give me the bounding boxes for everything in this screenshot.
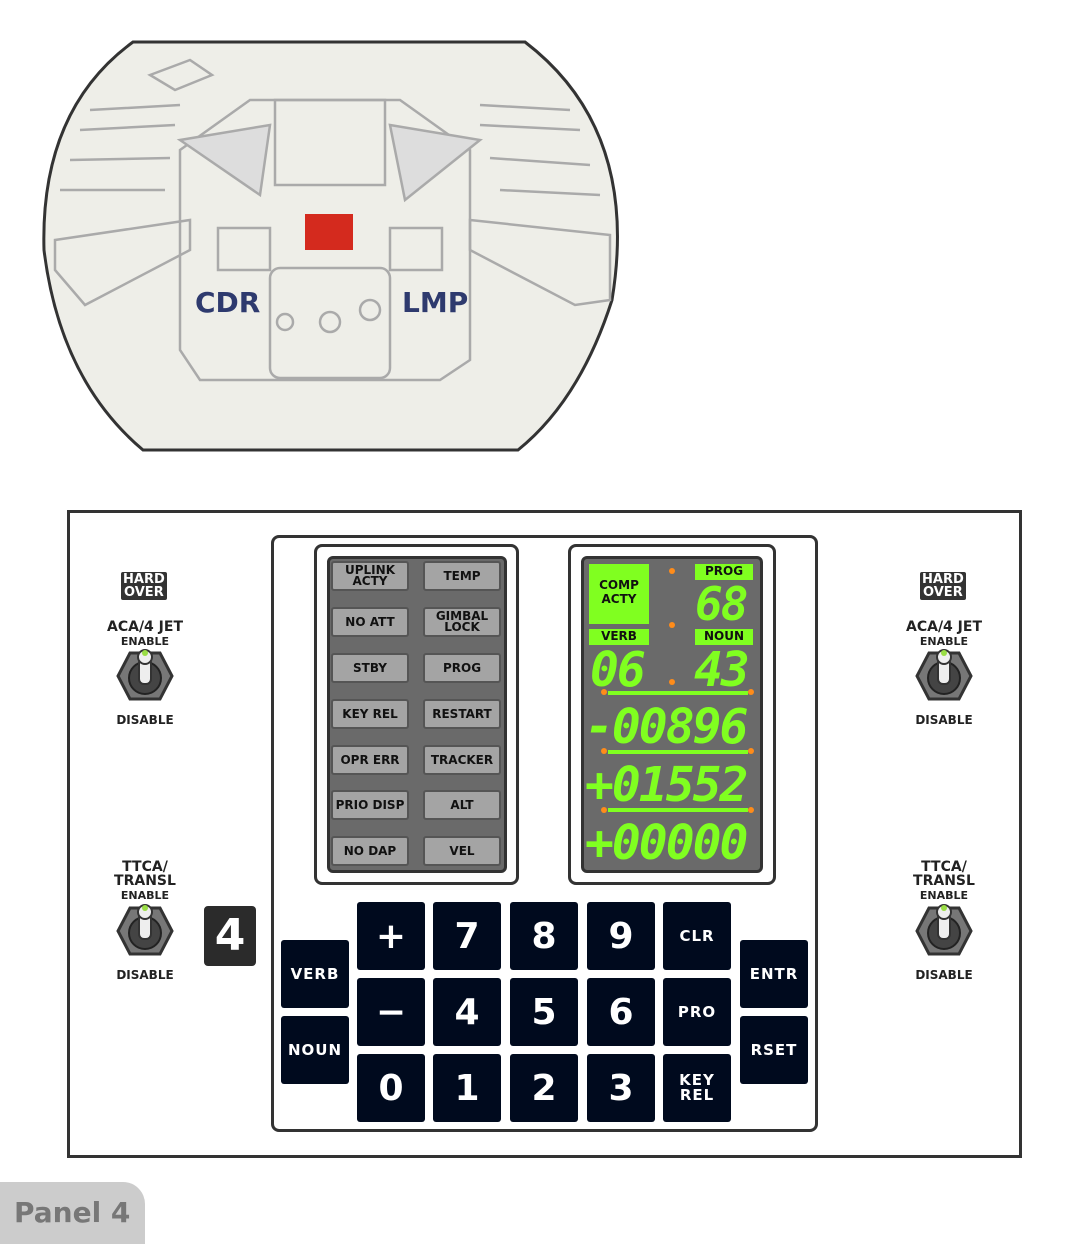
dsky-housing (271, 535, 818, 1132)
verb-display: 06 (590, 642, 646, 698)
enable-label: ENABLE (919, 635, 969, 648)
caution-light-no-att: NO ATT (331, 607, 409, 637)
disable-label: DISABLE (116, 968, 174, 982)
rset-key[interactable]: RSET (740, 1016, 808, 1084)
hard-over-badge-left: HARD OVER (121, 572, 167, 600)
lm-cockpit-diagram: CDR LMP (42, 40, 619, 452)
caution-light-tracker: TRACKER (423, 745, 501, 775)
comp-acty-light: COMP ACTY (589, 564, 649, 624)
key-rel-key[interactable]: KEY REL (663, 1054, 731, 1122)
lmp-label: LMP (402, 286, 468, 319)
verb-key[interactable]: VERB (281, 940, 349, 1008)
key-0[interactable]: 0 (357, 1054, 425, 1122)
caution-light-prog: PROG (423, 653, 501, 683)
caution-light-opr-err: OPR ERR (331, 745, 409, 775)
enable-label: ENABLE (120, 889, 170, 902)
indicator-dot (748, 807, 754, 813)
indicator-dot (748, 748, 754, 754)
key-8[interactable]: 8 (510, 902, 578, 970)
indicator-dot (669, 622, 675, 628)
disable-label: DISABLE (915, 713, 973, 727)
verb-label: VERB (589, 629, 649, 645)
dsky-display-frame (568, 544, 776, 885)
noun-label: NOUN (695, 629, 753, 645)
caution-light-restart: RESTART (423, 699, 501, 729)
panel-4-frame (67, 510, 1022, 1158)
key-4[interactable]: 4 (433, 978, 501, 1046)
caution-light-temp: TEMP (423, 561, 501, 591)
key-1[interactable]: 1 (433, 1054, 501, 1122)
enable-label: ENABLE (919, 889, 969, 902)
prog-label: PROG (695, 564, 753, 580)
caution-light-uplink-acty: UPLINK ACTY (331, 561, 409, 591)
clr-key[interactable]: CLR (663, 902, 731, 970)
noun-display: 43 (694, 642, 750, 698)
aca-jet-label-right: ACA/4 JET (906, 619, 982, 635)
entr-key[interactable]: ENTR (740, 940, 808, 1008)
minus-key[interactable]: − (357, 978, 425, 1046)
separator (608, 691, 748, 695)
register-3: +00000 (585, 815, 748, 871)
key-3[interactable]: 3 (587, 1054, 655, 1122)
ttca-label-left: TTCA/ TRANSL (114, 859, 176, 889)
toggle-switch-ttca-left[interactable] (116, 903, 174, 959)
key-5[interactable]: 5 (510, 978, 578, 1046)
caution-light-alt: ALT (423, 790, 501, 820)
prog-display: 68 (695, 577, 748, 631)
panel-number-badge: 4 (204, 906, 256, 966)
indicator-dot (669, 679, 675, 685)
ttca-label-right: TTCA/ TRANSL (913, 859, 975, 889)
toggle-switch-aca-left[interactable] (116, 648, 174, 704)
caution-panel-frame (314, 544, 519, 885)
toggle-switch-ttca-right[interactable] (915, 903, 973, 959)
key-2[interactable]: 2 (510, 1054, 578, 1122)
key-6[interactable]: 6 (587, 978, 655, 1046)
aca-jet-label-left: ACA/4 JET (107, 619, 183, 635)
caution-light-prio-disp: PRIO DISP (331, 790, 409, 820)
plus-key[interactable]: + (357, 902, 425, 970)
caution-light-key-rel: KEY REL (331, 699, 409, 729)
caution-light-gimbal-lock: GIMBAL LOCK (423, 607, 501, 637)
caution-light-stby: STBY (331, 653, 409, 683)
enable-label: ENABLE (120, 635, 170, 648)
indicator-dot (601, 807, 607, 813)
panel-tab[interactable]: Panel 4 (0, 1182, 145, 1244)
cdr-label: CDR (195, 286, 260, 319)
noun-key[interactable]: NOUN (281, 1016, 349, 1084)
register-1: -00896 (585, 699, 748, 755)
toggle-switch-aca-right[interactable] (915, 648, 973, 704)
indicator-dot (601, 689, 607, 695)
pro-key[interactable]: PRO (663, 978, 731, 1046)
register-2: +01552 (585, 757, 748, 813)
caution-light-vel: VEL (423, 836, 501, 866)
indicator-dot (669, 568, 675, 574)
separator (608, 750, 748, 754)
key-9[interactable]: 9 (587, 902, 655, 970)
disable-label: DISABLE (915, 968, 973, 982)
caution-light-no-dap: NO DAP (331, 836, 409, 866)
indicator-dot (748, 689, 754, 695)
indicator-dot (601, 748, 607, 754)
key-7[interactable]: 7 (433, 902, 501, 970)
disable-label: DISABLE (116, 713, 174, 727)
separator (608, 808, 748, 812)
hard-over-badge-right: HARD OVER (920, 572, 966, 600)
